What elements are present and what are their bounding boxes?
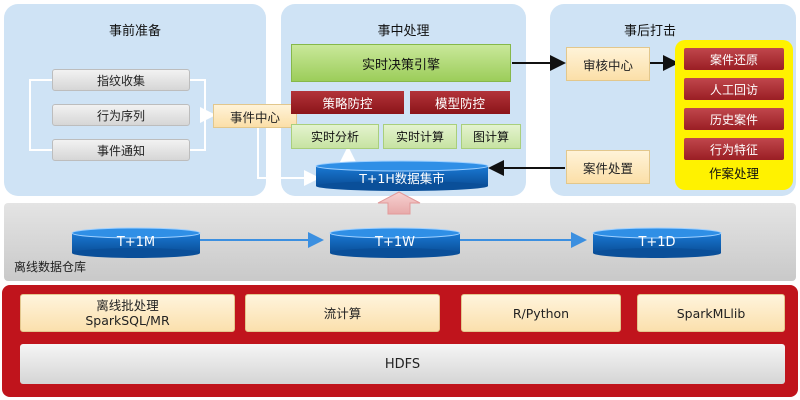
warehouse-cylinder-1d xyxy=(592,227,722,258)
dataset-label: T+1H数据集市 xyxy=(359,171,445,186)
realtime-analysis-box: 实时分析 xyxy=(291,124,379,149)
pre-event-title: 事前准备 xyxy=(108,24,161,39)
history-cases-item: 历史案件 xyxy=(684,108,784,130)
case-handling-box: 案件处置 xyxy=(566,150,650,184)
dataset-cylinder xyxy=(315,160,489,191)
behavior-feature-item: 行为特征 xyxy=(684,138,784,160)
batch-processing-box: 离线批处理 SparkSQL/MR xyxy=(20,294,235,332)
warehouse-node-1d: T+1D xyxy=(638,235,676,250)
realtime-compute-box: 实时计算 xyxy=(383,124,457,149)
fingerprint-collection-item: 指纹收集 xyxy=(52,69,190,91)
warehouse-cylinder-1m xyxy=(71,227,201,258)
event-center-to-dataset xyxy=(257,125,320,186)
pre-event-panel xyxy=(4,4,266,196)
post-event-title: 事后打击 xyxy=(623,24,676,39)
event-center-box: 事件中心 xyxy=(213,104,297,128)
event-notice-item: 事件通知 xyxy=(52,139,190,161)
rpython-box: R/Python xyxy=(461,294,621,332)
warehouse-up-arrow xyxy=(377,191,421,215)
audit-center-box: 审核中心 xyxy=(566,47,650,81)
case-restore-item: 案件还原 xyxy=(684,48,784,70)
pre-event-bracket xyxy=(29,79,52,151)
case-group-label: 作案处理 xyxy=(708,166,759,181)
hdfs-box: HDFS xyxy=(20,344,785,384)
batch-line1: 离线批处理 xyxy=(96,298,159,313)
strategy-control-box: 策略防控 xyxy=(291,91,404,114)
decision-engine-box: 实时决策引擎 xyxy=(291,44,511,82)
warehouse-label: 离线数据仓库 xyxy=(14,260,87,274)
stream-compute-box: 流计算 xyxy=(245,294,440,332)
warehouse-cylinder-1w xyxy=(329,227,461,258)
model-control-box: 模型防控 xyxy=(410,91,510,114)
batch-line2: SparkSQL/MR xyxy=(85,313,170,328)
warehouse-node-1w: T+1W xyxy=(375,235,415,250)
sparkmllib-box: SparkMLlib xyxy=(637,294,785,332)
manual-callback-item: 人工回访 xyxy=(684,78,784,100)
behavior-sequence-item: 行为序列 xyxy=(52,104,190,126)
in-event-title: 事中处理 xyxy=(377,24,430,39)
graph-compute-box: 图计算 xyxy=(461,124,521,149)
warehouse-node-1m: T+1M xyxy=(116,235,156,250)
